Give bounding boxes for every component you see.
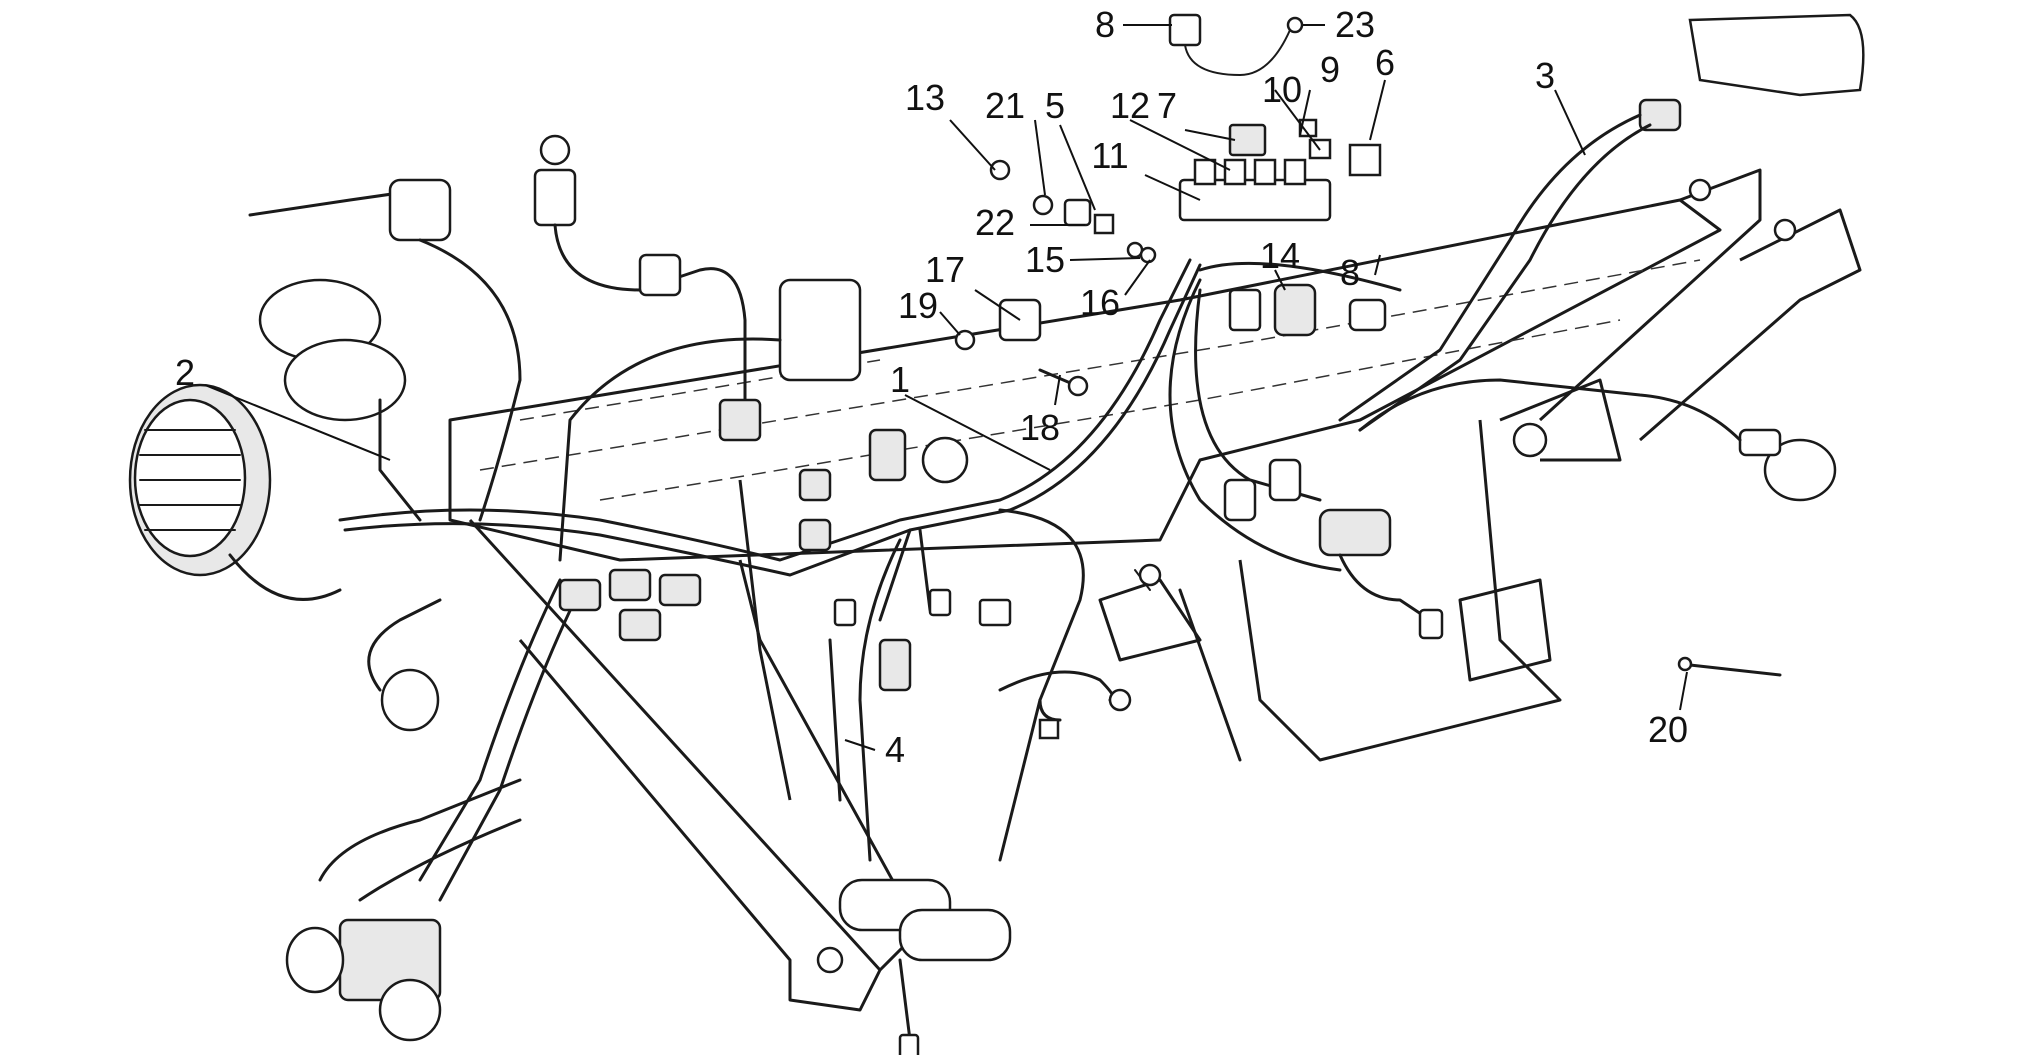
- callout-22: 22: [975, 202, 1015, 243]
- callout-21: 21: [985, 85, 1025, 126]
- callout-2: 2: [175, 352, 195, 393]
- leader-lines: [204, 24, 1688, 751]
- callout-9: 9: [1320, 49, 1340, 90]
- callout-23: 23: [1335, 4, 1375, 45]
- right-side-components: [1168, 261, 1444, 640]
- callout-18: 18: [1020, 407, 1060, 448]
- instrument-cluster: [258, 278, 422, 522]
- callout-10: 10: [1262, 69, 1302, 110]
- ignition-switch: [533, 134, 747, 402]
- ignition-coils: [838, 878, 1012, 1055]
- callout-13: 13: [905, 77, 945, 118]
- cable-tie: [1677, 656, 1782, 677]
- main-wiring-harness: [338, 258, 1202, 902]
- callout-20: 20: [1648, 709, 1688, 750]
- right-handlebar-switch: [558, 278, 862, 562]
- callout-4: 4: [885, 729, 905, 770]
- callout-19: 19: [898, 285, 938, 326]
- callout-11: 11: [1091, 135, 1128, 176]
- callout-1: 1: [890, 359, 910, 400]
- lower-wires: [998, 563, 1242, 762]
- horn-assembly: [285, 778, 522, 1042]
- callout-8b: 8: [1340, 252, 1360, 293]
- harness-connectors: [558, 398, 1012, 692]
- callout-5: 5: [1045, 85, 1065, 126]
- fuse-relay-box: [1168, 13, 1382, 222]
- motorcycle-frame: [448, 168, 1862, 1012]
- headlight: [128, 383, 342, 601]
- rear-turn-signal: [1358, 378, 1837, 502]
- callout-6: 6: [1375, 42, 1395, 83]
- callout-labels: 1 2 3 4 5 6 7 8 8 9 10 11 12 13 14 15 16…: [175, 4, 1688, 770]
- front-turn-signal: [367, 598, 442, 732]
- callout-8a: 8: [1095, 4, 1115, 45]
- callout-17: 17: [925, 249, 965, 290]
- callout-7: 7: [1157, 85, 1177, 126]
- callout-12: 12: [1110, 85, 1150, 126]
- left-handlebar-switch: [248, 178, 522, 522]
- callout-15: 15: [1025, 239, 1065, 280]
- callout-16: 16: [1080, 282, 1120, 323]
- callout-3: 3: [1535, 55, 1555, 96]
- tail-light: [1338, 13, 1865, 432]
- callout-14: 14: [1260, 235, 1300, 276]
